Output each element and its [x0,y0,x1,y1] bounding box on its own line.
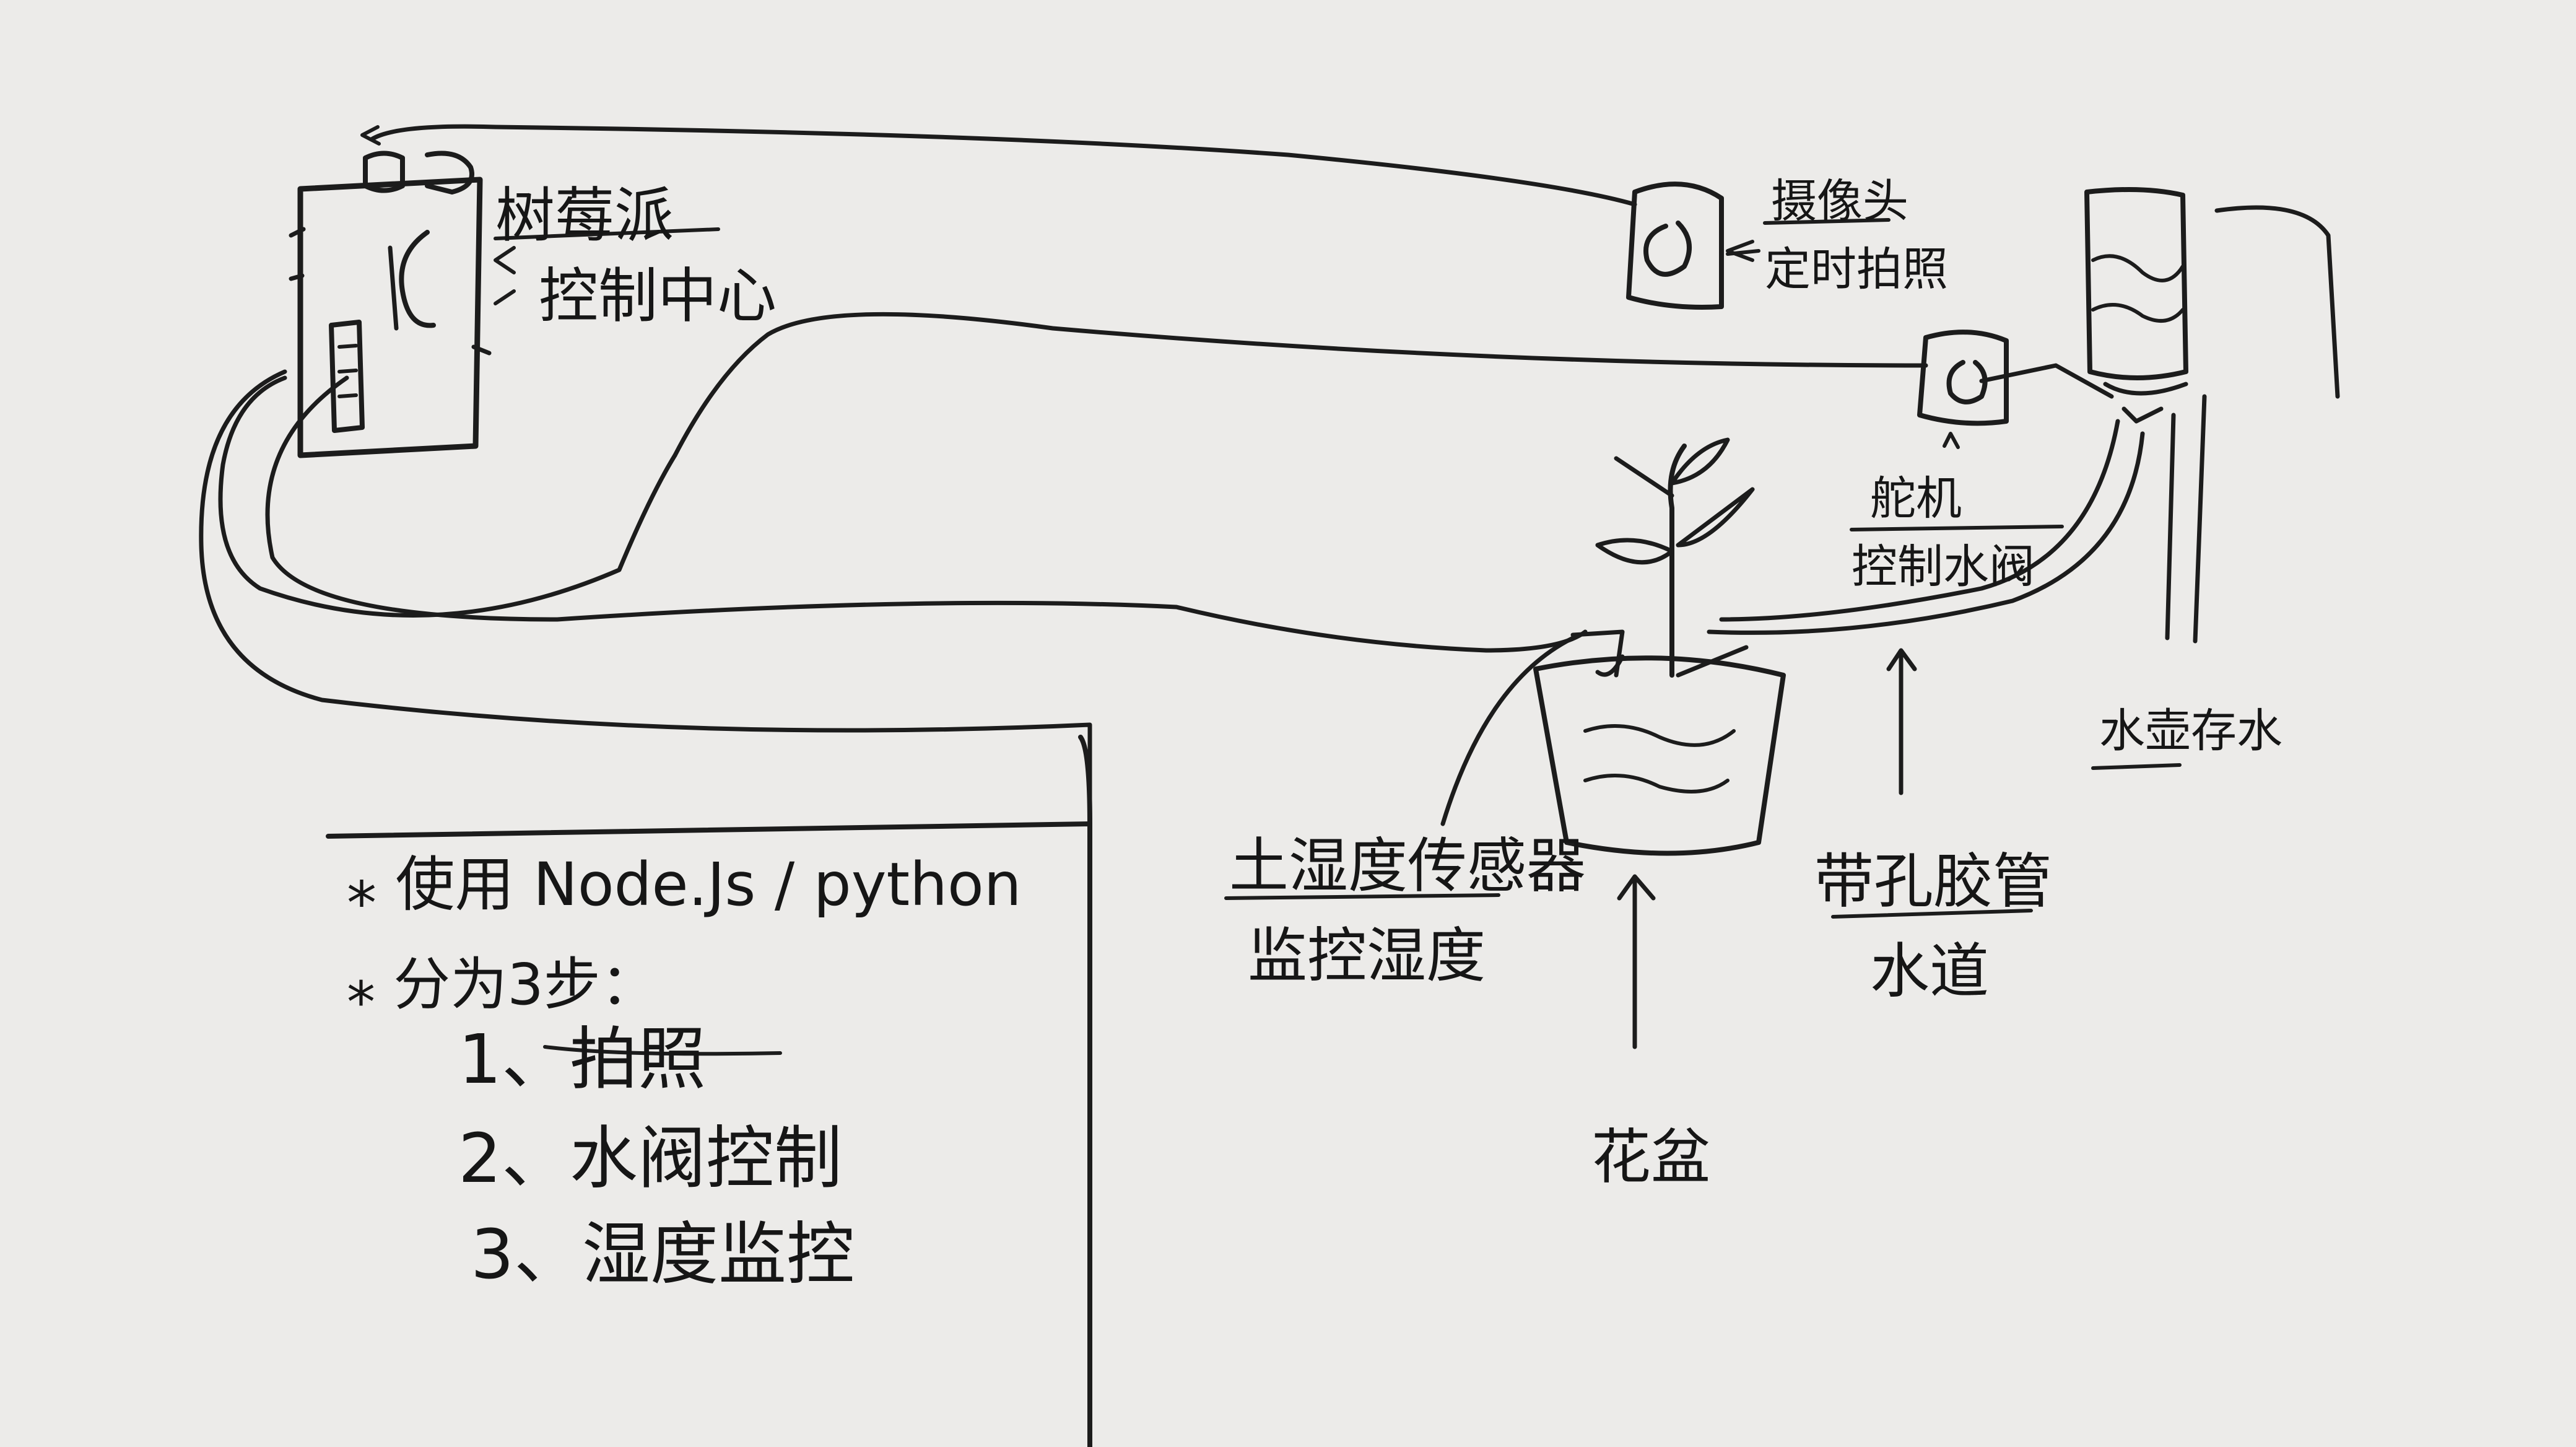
note-tasks-heading-text: 分为3步： [393,951,658,1018]
note-tasks-heading: ⁎ 分为3步： [347,938,658,1021]
sensor-label: 土湿度传感器 [1229,831,1586,901]
wire-camera [369,124,1637,207]
tube-label: 带孔胶管 [1814,847,2052,916]
sensor-role: 监控湿度 [1248,921,1486,990]
note-language-text: 使用 Node.Js / python [395,850,1022,919]
wire-sensor [199,369,1092,1447]
bullet-icon: ⁎ [347,951,394,1018]
servo-label: 舵机 [1870,472,1962,525]
servo-role: 控制水阀 [1852,540,2035,593]
tube-line [1707,431,2145,635]
raspberry-pi-label: 树莓派 [495,181,674,250]
camera-label: 摄像头 [1771,175,1908,228]
note-language: ⁎ 使用 Node.Js / python [347,836,1022,922]
wire-servo [672,312,1928,458]
servo-drawing [1917,330,2114,449]
camera-role: 定时拍照 [1765,243,1948,296]
note-task-3: 3、湿度监控 [471,1215,855,1294]
pot-label: 花盆 [1591,1122,1710,1192]
bullet-icon: ⁎ [347,850,396,919]
notes-frame [326,821,1092,1447]
pot-drawing [1533,437,1786,856]
note-task-1: 1、拍照 [458,1020,706,1099]
tube-role: 水道 [1870,937,1989,1006]
raspberry-pi-role: 控制中心 [539,261,777,331]
water-tank-label: 水壶存水 [2099,704,2282,758]
water-bottle [2084,187,2340,644]
note-task-2: 2、水阀控制 [458,1119,842,1198]
raspberry-pi-board [289,151,492,458]
